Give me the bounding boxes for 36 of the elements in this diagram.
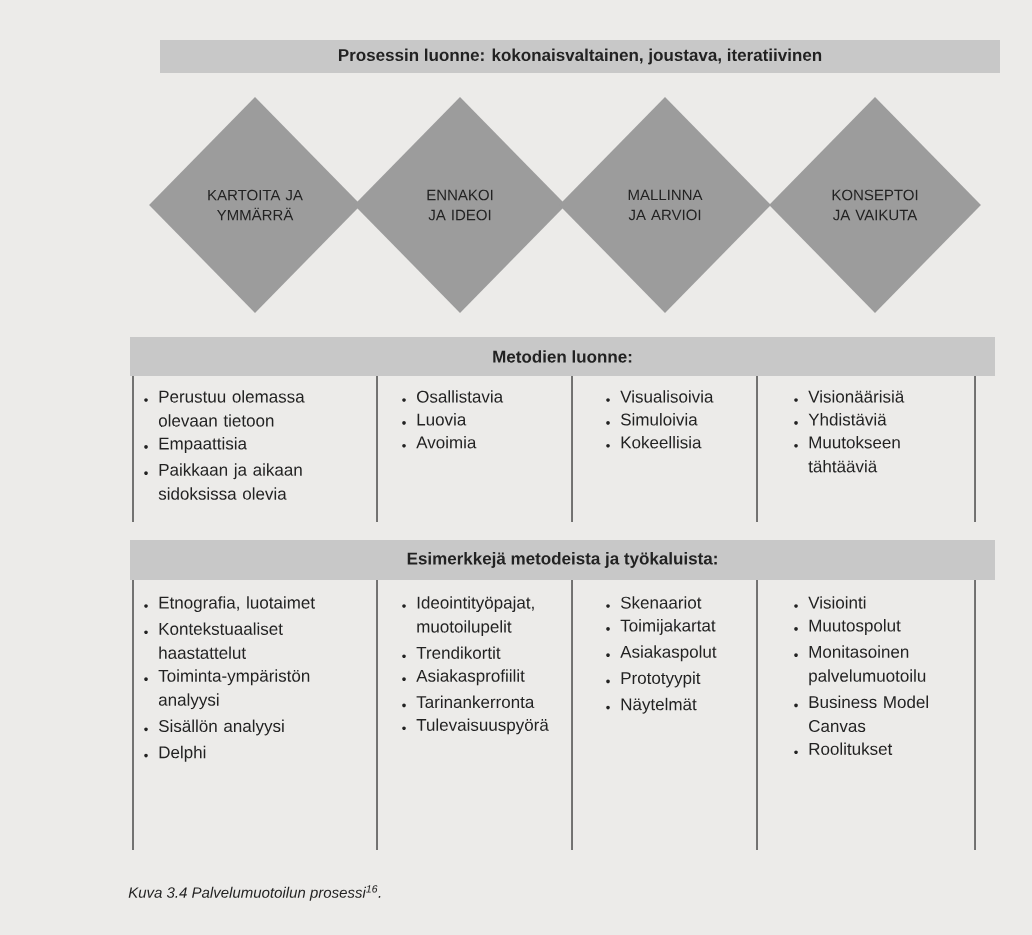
list-item: Tulevaisuuspyörä xyxy=(402,718,549,735)
list-item: Kokeellisia xyxy=(606,435,702,449)
list-item: Roolitukset xyxy=(794,742,893,755)
list-item: Monitasoinen palvelumuotoilu xyxy=(794,645,926,686)
list-item: Kontekstuaaliset haastattelut xyxy=(144,622,283,659)
list-item: Paikkaan ja aikaan sidoksissa olevia xyxy=(144,463,302,500)
list-item: Toiminta-ympäristön analyysi xyxy=(144,669,310,710)
list-item: Yhdistäviä xyxy=(794,413,887,426)
list-item: Asiakaspolut xyxy=(606,645,717,662)
caption: Kuva 3.4 Palvelumuotoilun prosessi$^{16}$. xyxy=(128,885,381,901)
list-item: Skenaariot xyxy=(606,596,702,609)
list-item: Perustuu olemassa olevaan tietoon xyxy=(144,390,305,427)
list-item: Toimijakartat xyxy=(606,619,716,635)
list-item: Osallistavia xyxy=(402,390,504,403)
list-item: Visiointi xyxy=(794,596,866,609)
heading-band: Metodien luonne: xyxy=(130,337,995,376)
list-item: Muutokseen tähtääviä xyxy=(794,435,900,473)
list-item: Visionäärisiä xyxy=(794,390,905,403)
list-item: Visualisoivia xyxy=(606,390,714,403)
list-item: Tarinankerronta xyxy=(402,695,535,709)
list-item: Sisällön analyysi xyxy=(144,719,284,736)
list-item: Näytelmät xyxy=(606,697,697,714)
list-item: Ideointityöpajat, muotoilupelit xyxy=(402,596,534,637)
list-item: Asiakasprofiilit xyxy=(402,669,525,686)
list-item: Business Model Canvas xyxy=(794,695,928,733)
list-item: Prototyypit xyxy=(606,671,701,688)
list-item: Muutospolut xyxy=(794,619,901,635)
list-item: Luovia xyxy=(402,413,467,426)
list-item: Delphi xyxy=(144,745,206,762)
list-item: Empaattisia xyxy=(144,437,247,453)
list-item: Simuloivia xyxy=(606,413,698,426)
heading-band: Prosessin luonne: kokonaisvaltainen, joustava, iteratiivinen xyxy=(160,40,1000,73)
list-item: Trendikortit xyxy=(402,646,501,659)
heading-band: Esimerkkejä metodeista ja työkaluista: xyxy=(130,540,995,580)
list-item: Etnografia, luotaimet xyxy=(144,596,315,613)
list-item: Avoimia xyxy=(402,435,477,449)
